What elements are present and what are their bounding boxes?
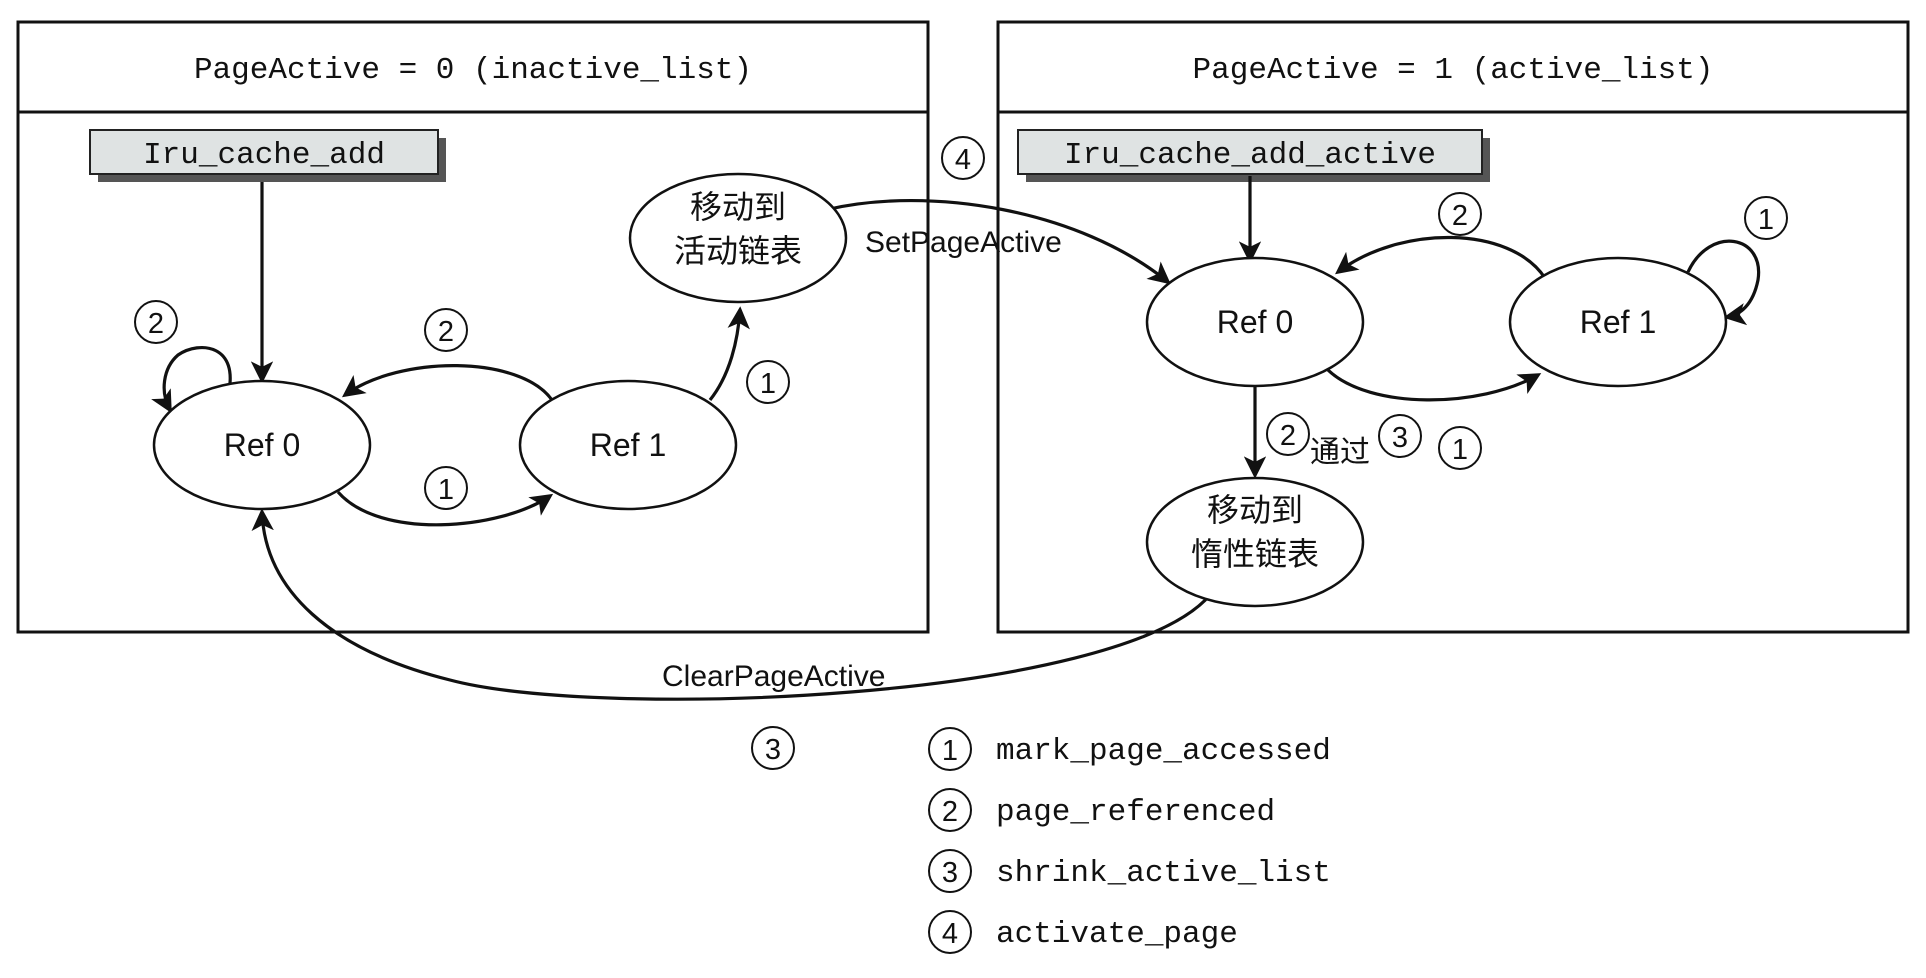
via-label: 通过 xyxy=(1310,436,1370,469)
left-ref0-ellipse xyxy=(152,379,372,511)
lru-cache-add-active-label: Iru_cache_add_active xyxy=(1064,138,1436,173)
edge-left-ref0-self-loop xyxy=(151,346,232,414)
left-top-edge-marker-2: 2 xyxy=(424,308,468,352)
marker-number: 1 xyxy=(760,368,776,400)
left-bottom-edge-marker-1: 1 xyxy=(424,466,468,510)
marker-number: 2 xyxy=(148,308,164,340)
clear-page-active-marker-3: 3 xyxy=(751,726,795,770)
legend-text: activate_page xyxy=(996,917,1238,952)
move-to-active-ellipse xyxy=(628,172,848,304)
edge-right-ref1-self-loop xyxy=(1686,239,1761,326)
legend-text: shrink_active_list xyxy=(996,856,1331,891)
right-bottom-edge-marker-1: 1 xyxy=(1438,426,1482,470)
move-to-active-line1: 移动到 xyxy=(690,189,786,225)
edge-clear-page-active xyxy=(251,508,1212,701)
marker-number: 2 xyxy=(1452,200,1468,232)
marker-circle xyxy=(751,726,795,770)
active-list-panel: PageActive = 1 (active_list) xyxy=(996,20,1910,634)
move-to-inactive-line1: 移动到 xyxy=(1207,492,1303,528)
legend-number: 4 xyxy=(942,918,958,950)
activate-marker-4: 4 xyxy=(941,136,985,180)
legend-text: mark_page_accessed xyxy=(996,734,1331,769)
marker-number: 3 xyxy=(1392,422,1408,454)
move-to-inactive-line2: 惰性链表 xyxy=(1191,536,1319,572)
lru-cache-add-active-face xyxy=(1017,129,1483,175)
left-ref1-up-marker-1: 1 xyxy=(746,360,790,404)
right-ref0-ellipse xyxy=(1145,256,1365,388)
right-ref0-node: Ref 0 xyxy=(1145,256,1365,388)
lru-cache-add-face xyxy=(89,129,439,175)
left-ref1-node: Ref 1 xyxy=(518,379,738,511)
marker-circle xyxy=(746,360,790,404)
marker-number: 3 xyxy=(765,734,781,766)
right-top-edge-marker-2: 2 xyxy=(1438,192,1482,236)
legend-number: 3 xyxy=(942,857,958,889)
legend-number: 1 xyxy=(942,735,958,767)
legend-item-2: 2 page_referenced xyxy=(928,788,1275,832)
left-ref0-node: Ref 0 xyxy=(152,379,372,511)
edge-left-ref1-to-ref0 xyxy=(341,364,554,401)
edge-right-ref1-to-ref0 xyxy=(1335,235,1547,279)
edge-left-ref0-to-ref1 xyxy=(336,490,554,527)
legend-number-circle xyxy=(928,727,972,771)
marker-number: 1 xyxy=(1452,434,1468,466)
legend-item-4: 4 activate_page xyxy=(928,910,1238,954)
move-to-active-line2: 活动链表 xyxy=(674,233,802,269)
marker-number: 1 xyxy=(438,474,454,506)
inactive-list-panel: PageActive = 0 (inactive_list) xyxy=(16,20,930,634)
right-ref1-label: Ref 1 xyxy=(1580,304,1656,340)
marker-circle xyxy=(1744,196,1788,240)
right-ref1-ellipse xyxy=(1508,256,1728,388)
left-self-loop-marker-2: 2 xyxy=(134,300,178,344)
right-ref1-node: Ref 1 xyxy=(1508,256,1728,388)
inactive-panel-title: PageActive = 0 (inactive_list) xyxy=(194,53,752,88)
move-to-active-node: 移动到 活动链表 xyxy=(628,172,848,304)
right-self-loop-marker-1: 1 xyxy=(1744,196,1788,240)
marker-circle xyxy=(941,136,985,180)
lru-cache-add-box: Iru_cache_add xyxy=(89,129,446,182)
lru-cache-add-active-box: Iru_cache_add_active xyxy=(1017,129,1490,182)
move-to-inactive-ellipse xyxy=(1145,476,1365,608)
edge-right-ref0-to-ref1 xyxy=(1326,368,1542,402)
move-to-inactive-node: 移动到 惰性链表 xyxy=(1145,476,1365,608)
legend-number-circle xyxy=(928,849,972,893)
left-ref0-label: Ref 0 xyxy=(224,427,300,463)
legend-text: page_referenced xyxy=(996,795,1275,830)
marker-circle xyxy=(134,300,178,344)
lru-cache-add-label: Iru_cache_add xyxy=(143,138,385,173)
marker-circle xyxy=(424,308,468,352)
inactive-panel-border xyxy=(16,20,930,634)
marker-circle xyxy=(424,466,468,510)
left-ref1-ellipse xyxy=(518,379,738,511)
legend-number-circle xyxy=(928,910,972,954)
right-down-marker-2: 2 xyxy=(1266,412,1310,456)
edge-left-ref1-to-move-active xyxy=(708,306,750,401)
legend: 1 mark_page_accessed 2 page_referenced 3… xyxy=(928,727,1331,954)
marker-number: 2 xyxy=(438,316,454,348)
marker-circle xyxy=(1438,192,1482,236)
marker-number: 2 xyxy=(1280,420,1296,452)
marker-circle xyxy=(1378,414,1422,458)
right-ref0-label: Ref 0 xyxy=(1217,304,1293,340)
legend-item-1: 1 mark_page_accessed xyxy=(928,727,1331,771)
clear-page-active-label: ClearPageActive xyxy=(662,660,885,693)
edges xyxy=(151,176,1761,701)
active-panel-border xyxy=(996,20,1910,634)
legend-number-circle xyxy=(928,788,972,832)
marker-number: 1 xyxy=(1758,204,1774,236)
edge-set-page-active xyxy=(824,198,1171,285)
active-panel-title: PageActive = 1 (active_list) xyxy=(1193,53,1714,88)
marker-circle xyxy=(1266,412,1310,456)
set-page-active-label: SetPageActive xyxy=(865,226,1062,259)
legend-number: 2 xyxy=(942,796,958,828)
left-ref1-label: Ref 1 xyxy=(590,427,666,463)
marker-number: 4 xyxy=(955,144,971,176)
marker-circle xyxy=(1438,426,1482,470)
legend-item-3: 3 shrink_active_list xyxy=(928,849,1331,893)
right-bottom-edge-marker-3: 3 xyxy=(1378,414,1422,458)
